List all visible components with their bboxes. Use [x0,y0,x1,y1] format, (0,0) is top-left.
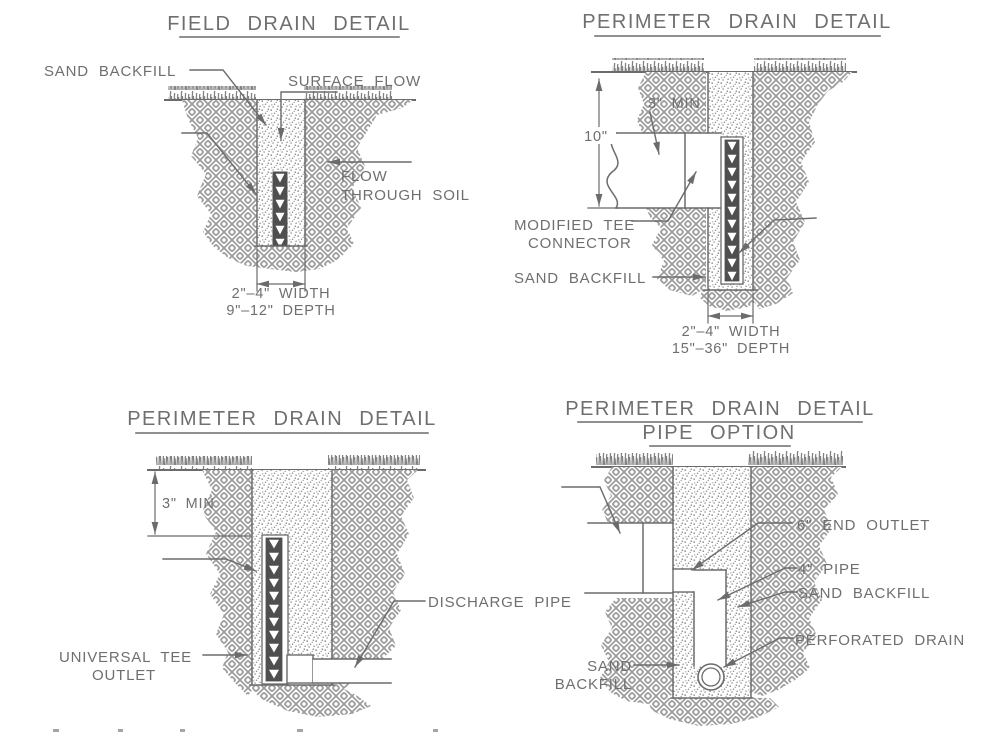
pipe-break-symbol [606,131,619,210]
pipe-label: 4" PIPE [798,561,861,578]
soil-below-trench [700,290,761,311]
perimeter-drain-top-panel: PERIMETER DRAIN DETAIL 10" 3" MIN [514,11,892,357]
grass-left [156,456,252,470]
drain-strip-leader [738,217,817,254]
trench-outline [249,469,335,686]
surface-flow-leader [277,91,338,141]
cover-min-label: 3" MIN [162,496,215,512]
perforated-drain-label: PERFORATED DRAIN [795,632,965,649]
sand-backfill-leader [189,69,267,126]
leader-lines [162,558,426,668]
dim-text-mask [578,127,616,144]
end-outlet-label: 6" END OUTLET [797,517,930,534]
width-dim-label: 2"–4" WIDTH [232,286,331,302]
leader-lines [631,171,817,281]
outlet-fitting [672,568,696,593]
perimeter-top-title: PERIMETER DRAIN DETAIL [582,11,892,33]
discharge-pipe-body [313,659,391,683]
universal-tee-label-line2: OUTLET [92,667,156,684]
grass-right [304,86,392,100]
soil-below-trench [648,698,779,726]
cover-min-leader [649,111,660,155]
modified-tee-leader [631,171,697,222]
discharge-pipe-label: DISCHARGE PIPE [428,594,572,611]
discharge-pipe-leader [354,600,426,668]
modified-tee-label-line2: CONNECTOR [528,235,632,252]
field-drain-panel: FIELD DRAIN DETAIL SAND BACKFILL SURFACE… [44,13,470,319]
pipe-option-title-line1: PERIMETER DRAIN DETAIL [565,398,875,420]
cover-min-label: 3" MIN [648,96,701,112]
perforated-drain-pipe-wall [701,667,721,687]
soil-above-pipe [637,72,706,133]
perimeter-bottom-title: PERIMETER DRAIN DETAIL [127,408,437,430]
soil-right [751,467,842,696]
soil-below-pipe [646,208,706,296]
universal-tee-label-line1: UNIVERSAL TEE [59,649,192,666]
grass-right [748,450,843,467]
grass-right [754,58,846,72]
flow-label-line1: FLOW [341,168,388,185]
soil-left-upper [602,467,673,523]
soil-right [332,470,418,690]
depth-dim-label: 15"–36" DEPTH [672,341,790,357]
grass-left [596,453,673,467]
soil-mass [182,100,413,272]
prefab-drain-strip [272,171,288,246]
flow-label-line2: THROUGH SOIL [341,187,470,204]
grass-left [168,86,256,100]
sand-backfill-right-leader [737,591,798,608]
soil-left [202,470,252,696]
tee-pipe-outline [606,131,722,210]
vertical-pipe-body [694,570,726,666]
surface-flow-label: SURFACE FLOW [288,73,421,90]
sand-backfill-right-label: SAND BACKFILL [798,585,930,602]
drain-strip-leader [162,558,257,572]
field-drain-title: FIELD DRAIN DETAIL [167,13,411,35]
pipe-option-panel: PERIMETER DRAIN DETAIL PIPE OPTION [555,398,965,726]
prefab-drain-strip [265,537,283,682]
tee-outlet-fitting [286,654,314,684]
end-outlet-leader [691,522,793,571]
pipe-height-label: 10" [584,129,608,145]
drain-strip-leader [181,132,257,195]
cover-dimension [147,471,251,537]
sand-backfill-left-label-line2: BACKFILL [555,676,632,693]
leader-lines [561,486,798,669]
width-dimension [256,249,306,292]
width-dim-label: 2"–4" WIDTH [682,324,781,340]
soil-left-lower [600,598,673,704]
trench-outline [670,466,754,699]
grass-right [328,455,420,470]
soil-right [753,72,852,309]
pipe-leader [717,567,798,601]
modified-tee-label-line1: MODIFIED TEE [514,217,635,234]
width-dimension [707,292,754,324]
pipe-option-title-line2: PIPE OPTION [642,422,795,444]
discharge-pipe-outline [312,658,392,684]
leader-lines [181,69,412,195]
clipped-text-artifacts [53,729,438,732]
soil-leader [561,486,621,534]
vertical-pipe-outline [693,569,727,667]
sand-backfill-label: SAND BACKFILL [514,270,646,287]
perimeter-drain-bottom-panel: PERIMETER DRAIN DETAIL 3" MIN [59,408,572,717]
depth-dim-label: 9"–12" DEPTH [226,303,335,319]
sand-backfill-label: SAND BACKFILL [44,63,176,80]
tee-pipe-body [610,133,721,208]
grass-left [612,58,704,72]
perforated-drain-leader [723,637,794,668]
trench-outline [703,71,758,291]
end-outlet-lines [584,522,673,594]
sand-backfill-left-label-line1: SAND [587,658,632,675]
soil-below-trench [248,685,371,717]
prefab-drain-strip [724,139,740,282]
